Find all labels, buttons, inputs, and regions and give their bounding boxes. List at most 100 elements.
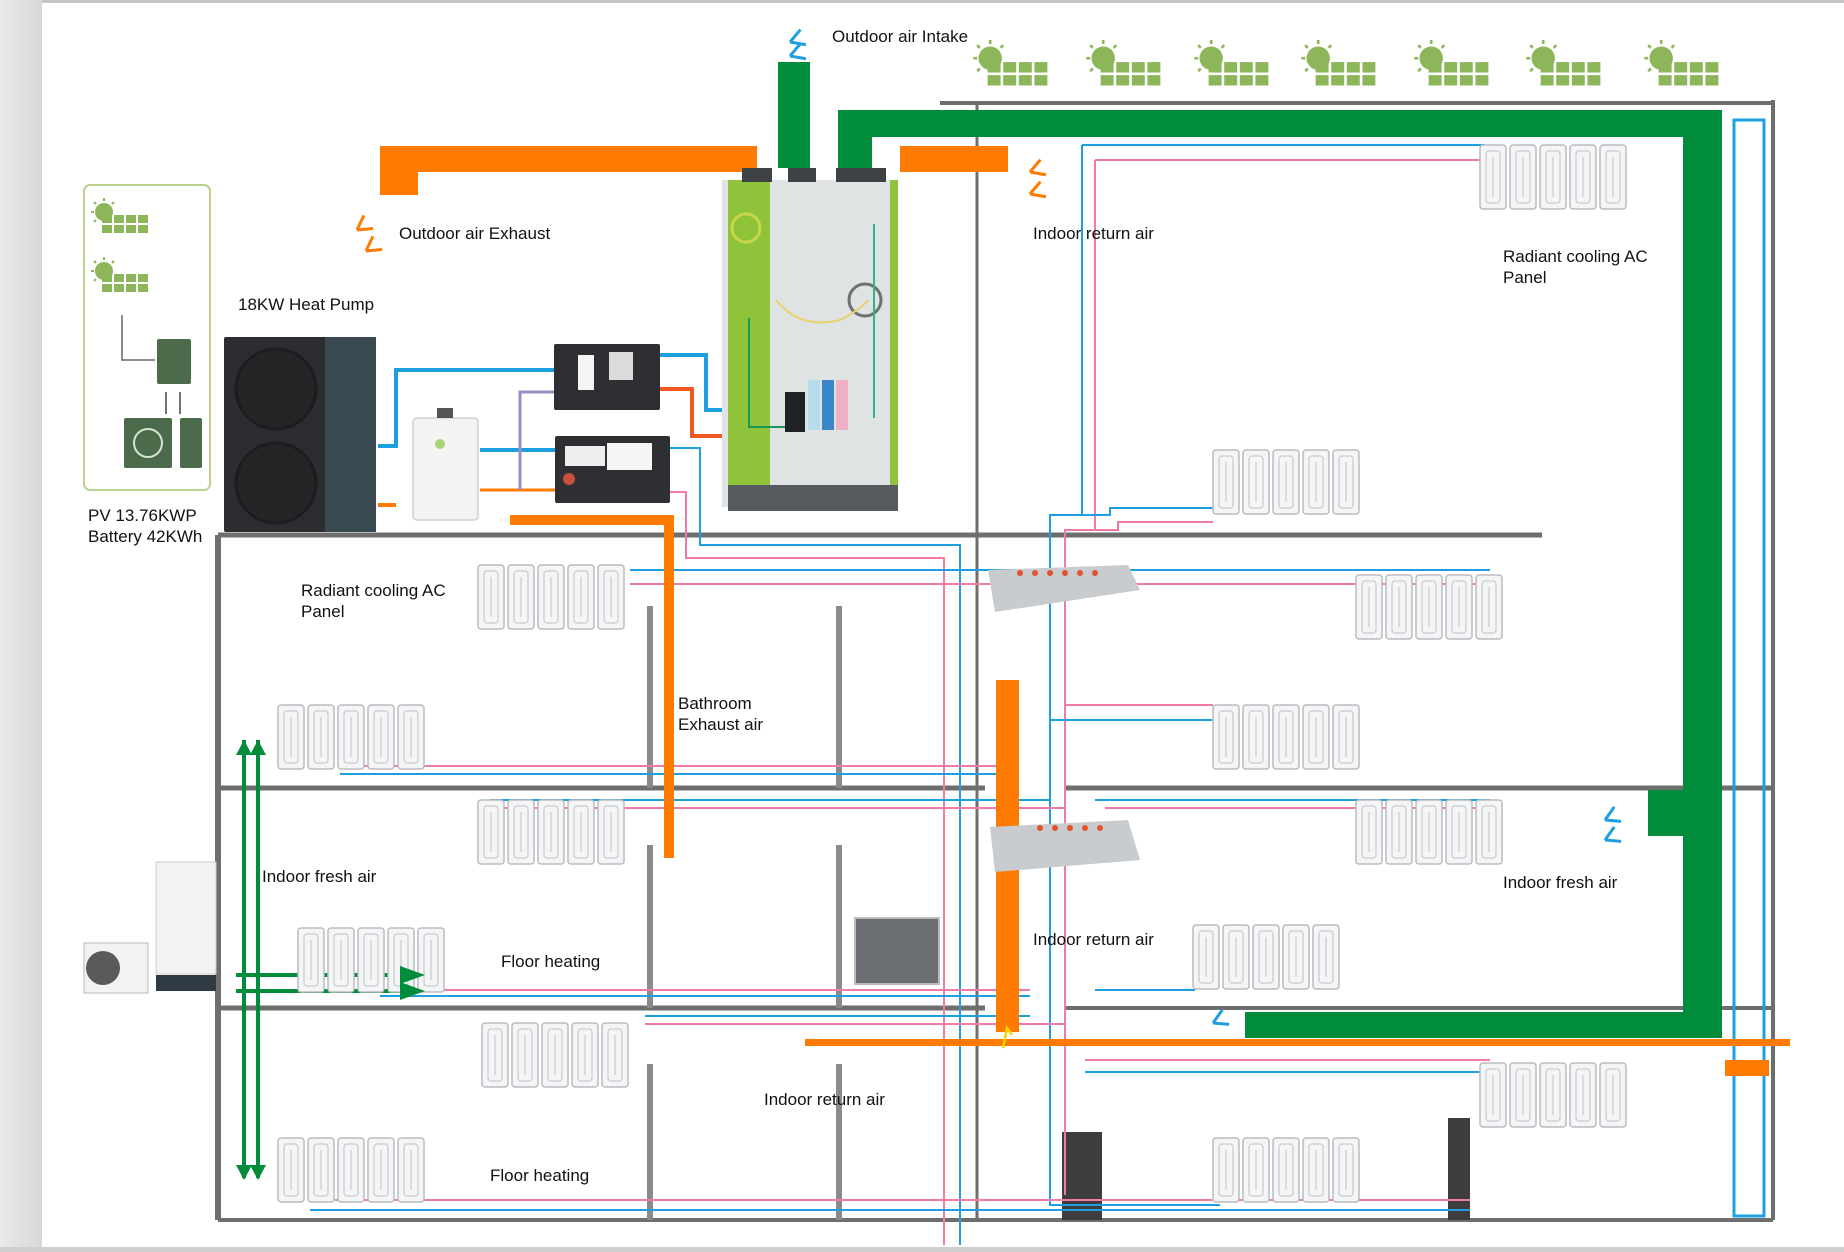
radiant-panel-3	[277, 704, 425, 770]
outdoor-ac-fan-icon	[86, 951, 120, 985]
manifold3-valve-1	[1032, 570, 1038, 576]
erv-fan-1-icon	[730, 212, 762, 244]
erv-terminal-blue	[808, 380, 820, 430]
manifold3-valve-2	[1047, 570, 1053, 576]
manifold2-valve-3	[1082, 825, 1088, 831]
label-radiant-panel-top: Radiant cooling AC Panel	[1503, 247, 1648, 287]
building-walls	[215, 100, 1775, 1222]
fresh-air-right-arrow-2	[1603, 825, 1622, 843]
riser-blue-1	[670, 447, 961, 1245]
left-margin-strip	[0, 0, 42, 1252]
radiant-panel-10	[1192, 924, 1340, 990]
fresh-air-up-arrows	[236, 740, 266, 755]
roof-solar-panel-icon-6	[1525, 38, 1602, 87]
pipe-bypass	[518, 390, 560, 490]
erv-base	[728, 485, 898, 511]
pv-heat-pump-icon	[124, 418, 172, 468]
radiant-panel-14	[1479, 1062, 1627, 1128]
manifold3-valve-4	[1077, 570, 1083, 576]
erv-port-3	[836, 168, 886, 182]
manifold3-valve-3	[1062, 570, 1068, 576]
pipe-module1-return	[660, 387, 738, 438]
tank-logo-icon	[435, 439, 445, 449]
radiant-panel-1	[1479, 144, 1627, 210]
flow-arrows	[236, 28, 1622, 1180]
erv-terminal-pink	[836, 380, 848, 430]
column-dark-2	[1448, 1118, 1470, 1220]
pv-wire	[121, 315, 155, 361]
buffer-tank	[412, 417, 479, 521]
side-unit-base	[156, 975, 216, 991]
fresh-air-right-arrows	[400, 966, 425, 1000]
riser-pink-1	[668, 491, 945, 1245]
riser-blue-2	[1049, 145, 1220, 1206]
radiant-panel-12	[277, 1137, 425, 1203]
label-indoor-fresh-air-left: Indoor fresh air	[262, 867, 377, 886]
air-ducts	[236, 62, 1790, 1178]
label-floor-heating-bottom: Floor heating	[490, 1166, 590, 1185]
radiant-panel-13	[1212, 1137, 1360, 1203]
heat-pump-side-panel	[325, 337, 376, 532]
pipe-f3r-blue	[1065, 507, 1213, 516]
intake-arrow-1	[788, 28, 807, 47]
roof-solar-panel-icon-2	[1085, 38, 1162, 87]
duct-return-inlet	[900, 146, 1008, 172]
right-blue-riser	[1732, 118, 1766, 1218]
module2-pump-icon	[565, 446, 605, 466]
radiant-panel-7	[477, 799, 625, 865]
fan-icon	[133, 428, 163, 458]
module1-gauge-icon	[578, 355, 594, 390]
erv-green-edge	[890, 180, 898, 497]
label-indoor-fresh-air-right: Indoor fresh air	[1503, 873, 1618, 892]
erv-fan-2-icon	[847, 282, 883, 318]
erv-controller	[785, 392, 805, 432]
fresh-air-bottom-arrow	[1211, 1008, 1230, 1026]
erv-port-1	[742, 168, 772, 182]
radiant-panel-11	[481, 1022, 629, 1088]
roof-solar-panel-icon-3	[1193, 38, 1270, 87]
control-box	[854, 917, 940, 985]
exhaust-arrow-1	[355, 214, 374, 232]
roof-solar-panel-icon-5	[1413, 38, 1490, 87]
duct-return-outlet	[1725, 1060, 1769, 1076]
module1-pump-icon	[609, 352, 633, 380]
radiant-panel-4	[1212, 449, 1360, 515]
fresh-air-right-arrow-1	[1603, 805, 1622, 823]
label-indoor-return-air-mid: Indoor return air	[1033, 930, 1154, 949]
radiant-panel-6	[1212, 704, 1360, 770]
manifold2-valve-0	[1037, 825, 1043, 831]
erv-airflow-yellow	[775, 299, 869, 324]
radiant-panel-2	[477, 564, 625, 630]
erv-port-2	[788, 168, 816, 182]
inverter-icon	[157, 339, 191, 384]
manifold2-valve-1	[1052, 825, 1058, 831]
label-indoor-return-air-top: Indoor return air	[1033, 224, 1154, 243]
fresh-air-down-arrows	[236, 1165, 266, 1180]
label-indoor-return-air-bottom: Indoor return air	[764, 1090, 885, 1109]
roof-solar-panel-icon-7	[1643, 38, 1720, 87]
pipe-f3r-pink	[1075, 521, 1213, 531]
intake-arrow-2	[788, 42, 807, 61]
erv-terminal-darkblue	[822, 380, 834, 430]
roof-solar-panel-icon-1	[971, 38, 1049, 87]
battery-icon	[180, 418, 202, 468]
manifold3-valve-0	[1017, 570, 1023, 576]
bottom-border	[0, 1247, 1844, 1252]
radiant-panel-5	[1355, 574, 1503, 640]
return-arrow-2	[1028, 180, 1047, 199]
label-outdoor-air-intake: Outdoor air Intake	[832, 27, 969, 46]
return-air-yellow-arrow	[1001, 1024, 1014, 1049]
side-ventilation-unit	[155, 861, 217, 975]
label-radiant-panel-left: Radiant cooling AC Panel	[301, 581, 446, 621]
equipment	[83, 38, 1720, 1203]
module2-valve-icon	[563, 473, 575, 485]
manifold3-valve-5	[1092, 570, 1098, 576]
erv-airflow-green	[748, 318, 800, 428]
module2-display-icon	[607, 443, 652, 470]
label-floor-heating-mid: Floor heating	[501, 952, 601, 971]
label-outdoor-air-exhaust: Outdoor air Exhaust	[399, 224, 551, 243]
label-bathroom-exhaust: Bathroom Exhaust air	[678, 694, 764, 734]
top-border	[0, 0, 1844, 3]
